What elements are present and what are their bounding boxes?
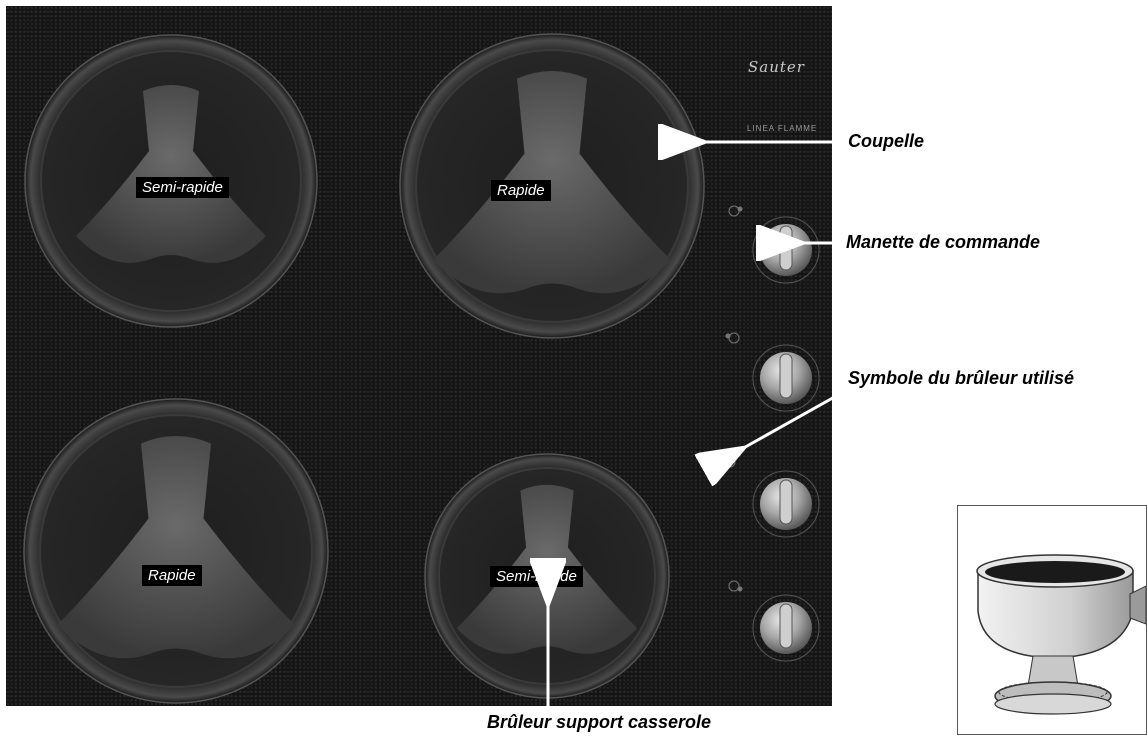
callout-symbole: Symbole du brûleur utilisé xyxy=(848,368,1074,389)
pan-on-burner-icon xyxy=(958,506,1146,734)
callout-manette: Manette de commande xyxy=(846,232,1040,253)
inset-illustration xyxy=(957,505,1147,735)
callout-bruleur-support: Brûleur support casserole xyxy=(487,712,711,733)
arrow-symbole xyxy=(740,395,838,450)
callout-coupelle: Coupelle xyxy=(848,131,924,152)
